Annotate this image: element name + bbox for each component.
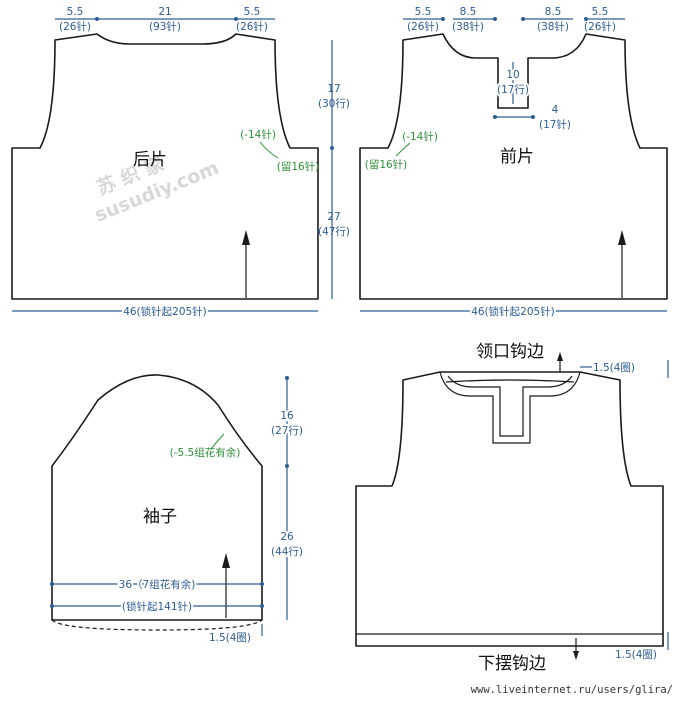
front-reserve-note: (留16针)	[365, 158, 408, 171]
front-width-text: 46(锁针起205针)	[471, 305, 555, 318]
back-reserve-note: (留16针)	[277, 160, 320, 173]
front-top-ml-s: (38针)	[452, 20, 484, 33]
hem-trim-label: 下摆钩边	[478, 654, 546, 674]
sleeve-cap-note: (-5.5组花有余)	[170, 446, 241, 459]
hem-trim-dim: 1.5(4圈)	[615, 649, 657, 661]
back-outline	[11, 33, 319, 300]
assembly-piece: 领口钩边 1.5(4圈) 下摆钩边 1.5(4圈)	[355, 342, 669, 674]
neck-trim-inner	[447, 375, 573, 437]
sleeve-body-s: (44行)	[271, 545, 303, 558]
back-top-mid-s: (93针)	[149, 20, 181, 33]
front-top-mr-v: 8.5	[545, 6, 562, 18]
front-armhole-note: (-14针)	[402, 130, 438, 143]
sleeve-hem-dim: 1.5(4圈)	[209, 632, 251, 644]
sleeve-outline	[51, 374, 263, 621]
neck-trim-outer	[439, 371, 581, 444]
back-width-text: 46(锁针起205针)	[123, 305, 207, 318]
sleeve-piece: 袖子 (-5.5组花有余) 16 (27行) 26 (44行) 36（7组花有余…	[50, 374, 305, 644]
sleeve-cap-v: 16	[280, 410, 294, 422]
neck-trim-dim: 1.5(4圈)	[593, 362, 635, 374]
front-top-left-s: (26针)	[407, 20, 439, 33]
back-armhole-note: (-14针)	[240, 128, 276, 141]
front-slit-s: (17行)	[497, 83, 529, 96]
front-piece: 前片 5.5 (26针) 8.5 (38针) 8.5 (38针) 5.5 (26…	[359, 6, 668, 320]
front-grain-arrowhead	[618, 230, 626, 245]
neck-trim-label: 领口钩边	[476, 342, 544, 362]
assembly-outline	[355, 371, 664, 647]
front-title: 前片	[500, 147, 534, 167]
front-slit-v: 10	[506, 69, 519, 81]
back-title: 后片	[133, 150, 167, 170]
back-upper-v: 17	[327, 83, 340, 95]
front-slit-w-s: (17针)	[539, 118, 571, 131]
back-top-right-v: 5.5	[244, 6, 261, 18]
front-slit-w-v: 4	[552, 104, 559, 116]
sleeve-width1: 36（7组花有余)	[119, 578, 196, 591]
source-url: www.liveinternet.ru/users/glira/	[471, 684, 673, 696]
sleeve-grain-arrowhead	[222, 553, 230, 568]
back-top-right-s: (26针)	[236, 20, 268, 33]
back-lower-v: 27	[327, 211, 340, 223]
sleeve-cap-s: (27行)	[271, 424, 303, 437]
front-top-left-v: 5.5	[415, 6, 432, 18]
sleeve-hem-dashed	[51, 619, 263, 631]
sleeve-title: 袖子	[143, 507, 177, 527]
front-outline	[359, 33, 668, 300]
back-top-left-s: (26针)	[59, 20, 91, 33]
back-lower-s: (47行)	[318, 225, 350, 238]
front-top-right-s: (26针)	[584, 20, 616, 33]
back-top-mid-v: 21	[158, 6, 171, 18]
back-grain-arrowhead	[242, 230, 250, 245]
front-top-right-v: 5.5	[592, 6, 609, 18]
back-upper-s: (30行)	[318, 97, 350, 110]
sleeve-width2: (锁针起141针)	[122, 600, 192, 613]
back-top-left-v: 5.5	[67, 6, 84, 18]
sleeve-body-v: 26	[280, 531, 294, 543]
front-top-ml-v: 8.5	[460, 6, 477, 18]
front-top-mr-s: (38针)	[537, 20, 569, 33]
back-piece: 苏 织 家 susudiy.com 后片 5.5 (26针) 21 (93针) …	[11, 6, 350, 320]
